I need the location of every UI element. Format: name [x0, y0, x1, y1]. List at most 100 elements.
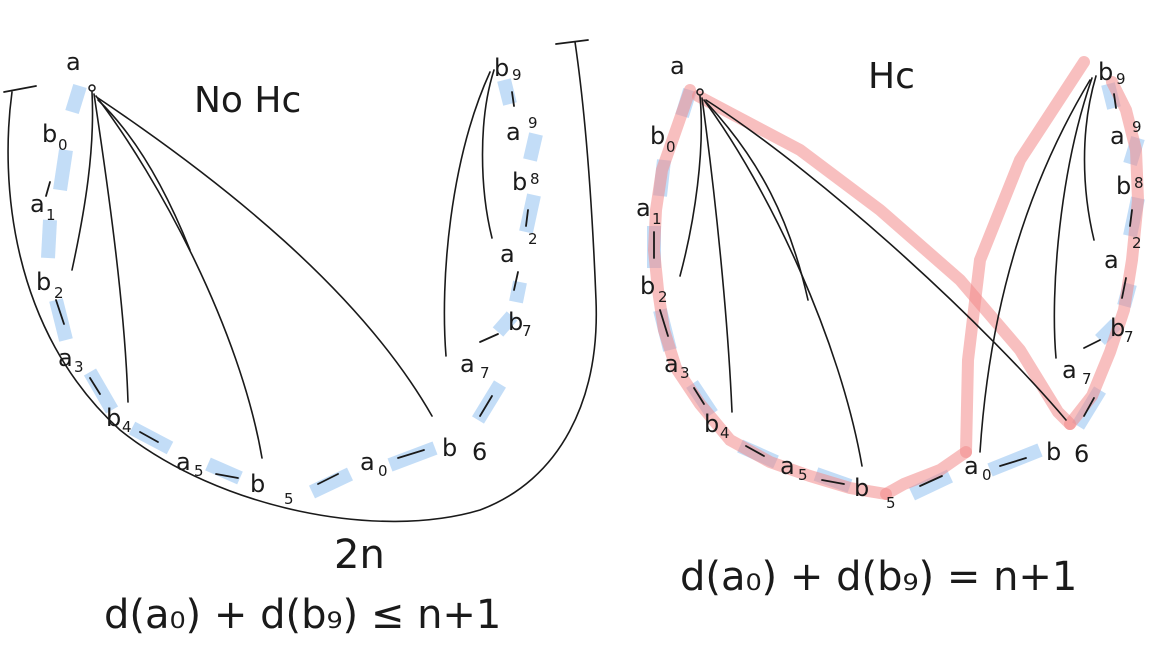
right-red-cycle [647, 56, 1145, 500]
label-a: a [66, 48, 81, 76]
vertex-a [696, 88, 704, 96]
label-b9-sub: 9 [1116, 70, 1126, 88]
t-bar-left [3, 85, 37, 93]
edge-a-b6b [97, 99, 191, 251]
edge-a-mid [705, 101, 809, 301]
label-a3-sub: 3 [680, 364, 690, 382]
label-a5: a [780, 452, 795, 480]
edge-a-b5 [95, 95, 263, 459]
label-a2: a [500, 240, 515, 268]
label-b2: b [36, 268, 51, 296]
blue-seg [65, 83, 87, 115]
label-b7-sub: 7 [522, 322, 532, 340]
label-b0: b [650, 122, 665, 150]
left-edges-from-b9 [443, 69, 495, 357]
edge-a-b4 [701, 97, 733, 413]
label-b0: b [42, 120, 57, 148]
dash [479, 395, 493, 417]
label-a7-sub: 7 [480, 364, 490, 382]
dash [139, 431, 159, 443]
left-edges-from-a [71, 91, 433, 459]
label-a0-sub: 0 [982, 466, 992, 484]
right-vertex-labels: a b 0 a 1 b 2 a 3 b 4 a 5 b 5 a 0 b 6 a … [636, 52, 1144, 512]
dash [919, 475, 943, 487]
dash [525, 209, 529, 227]
t-bar-right [555, 39, 589, 45]
label-a1: a [30, 190, 45, 218]
edge-a-b4 [93, 93, 129, 403]
dash [45, 181, 51, 197]
label-a1: a [636, 194, 651, 222]
right-title: Hc [868, 56, 915, 97]
red-cycle-left-chain [647, 84, 892, 500]
label-a0: a [964, 452, 979, 480]
label-a3: a [664, 350, 679, 378]
dash [511, 91, 515, 107]
dash [693, 387, 705, 405]
label-a7: a [1062, 356, 1077, 384]
label-b8-sub: 8 [530, 170, 540, 188]
vertex-a [88, 84, 96, 92]
dash [659, 309, 669, 337]
dash [397, 449, 425, 459]
blue-seg [987, 443, 1043, 477]
label-b2-sub: 2 [54, 284, 64, 302]
label-b9: b [494, 54, 509, 82]
blue-seg [523, 132, 543, 162]
label-a9-sub: 9 [528, 114, 538, 132]
right-edges-from-b9 [979, 75, 1097, 453]
label-a0: a [360, 448, 375, 476]
edge-a-b2 [679, 95, 703, 277]
label-b6-num: 6 [1074, 440, 1089, 468]
dash [55, 299, 65, 325]
label-b5: b [250, 470, 265, 498]
edge-b9-a7 [1053, 77, 1093, 359]
label-b7: b [1110, 314, 1125, 342]
label-a9: a [506, 118, 521, 146]
dash [215, 473, 239, 479]
dash [745, 445, 765, 457]
label-a2-sub: 2 [1132, 234, 1142, 252]
red-a0-b5 [880, 446, 972, 500]
label-a1-sub: 1 [652, 210, 662, 228]
edge-a-b6 [97, 97, 433, 417]
label-b8: b [1116, 172, 1131, 200]
blue-seg [309, 467, 353, 499]
label-a9-sub: 9 [1132, 118, 1142, 136]
label-a9: a [1110, 122, 1125, 150]
right-edges-from-a [679, 95, 1067, 467]
right-equation: d(a₀) + d(b₉) = n+1 [680, 554, 1077, 600]
label-b6: b [1046, 438, 1061, 466]
left-equation: d(a₀) + d(b₉) ≤ n+1 [104, 592, 501, 638]
label-b7: b [508, 308, 523, 336]
blue-seg [497, 78, 517, 106]
label-a5-sub: 5 [194, 462, 204, 480]
right-path-strokes [653, 93, 1133, 487]
blue-seg [41, 219, 57, 259]
dash [89, 377, 101, 395]
dash [1121, 277, 1127, 299]
label-a7: a [460, 350, 475, 378]
dash [821, 479, 845, 485]
label-b6-num: 6 [472, 438, 487, 466]
left-panel: a b 0 a 1 b 2 a 3 b 4 a 5 b 5 a 0 b 6 a … [3, 39, 598, 638]
label-b2: b [640, 272, 655, 300]
edge-b9-a7 [443, 71, 491, 357]
red-b6-up-right-chain [1064, 76, 1145, 430]
dash [1083, 397, 1095, 417]
label-a2-sub: 2 [528, 230, 538, 248]
edge-b9-a2 [1083, 75, 1097, 241]
label-b5-sub: 5 [886, 494, 896, 512]
label-b4-sub: 4 [122, 418, 132, 436]
right-panel: a b 0 a 1 b 2 a 3 b 4 a 5 b 5 a 0 b 6 a … [636, 52, 1145, 600]
dash [999, 457, 1027, 467]
left-vertex-labels: a b 0 a 1 b 2 a 3 b 4 a 5 b 5 a 0 b 6 a … [30, 48, 540, 508]
label-b9-sub: 9 [512, 66, 522, 84]
red-b9-to-a0 [960, 56, 1090, 458]
dash [317, 473, 339, 485]
label-b6: b [442, 434, 457, 462]
left-2n-label: 2n [334, 532, 385, 578]
label-a2: a [1104, 246, 1119, 274]
label-a7-sub: 7 [1082, 370, 1092, 388]
